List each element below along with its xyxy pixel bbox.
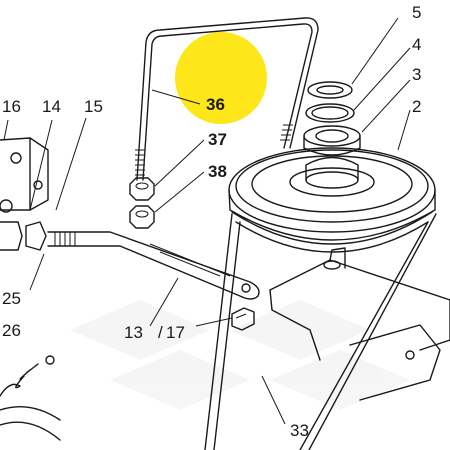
callout-4: 4	[412, 35, 421, 54]
callout-5: 5	[412, 3, 421, 22]
callout-16: 16	[2, 97, 21, 116]
callout-38: 38	[208, 162, 227, 181]
callout-separator: /	[158, 323, 163, 342]
callout-36: 36	[206, 95, 225, 114]
nut-part-37	[129, 177, 155, 201]
callout-2: 2	[412, 97, 421, 116]
snap-ring-part-4	[305, 103, 355, 123]
link-arm-part-13	[47, 231, 260, 300]
bearing-part-3	[303, 125, 361, 156]
callout-26: 26	[2, 321, 21, 340]
callout-15: 15	[84, 97, 103, 116]
callout-13: 13	[124, 323, 143, 342]
u-rod-part-36	[135, 17, 319, 181]
callout-33: 33	[290, 421, 309, 440]
callout-3: 3	[412, 65, 421, 84]
callout-14: 14	[42, 97, 61, 116]
left-bracket-parts	[0, 137, 49, 251]
callout-37: 37	[208, 130, 227, 149]
callout-25: 25	[2, 289, 21, 308]
washer-part-5	[307, 81, 353, 99]
pulley-part-2	[228, 147, 436, 253]
belt-part-33	[204, 213, 437, 450]
deck-bracket	[269, 247, 450, 401]
leader-lines	[3, 17, 411, 425]
callout-17: 17	[166, 323, 185, 342]
spring-part	[0, 355, 61, 441]
nut-part-38	[129, 205, 155, 229]
highlight-marker	[175, 32, 267, 124]
clip-part-17	[231, 307, 255, 331]
